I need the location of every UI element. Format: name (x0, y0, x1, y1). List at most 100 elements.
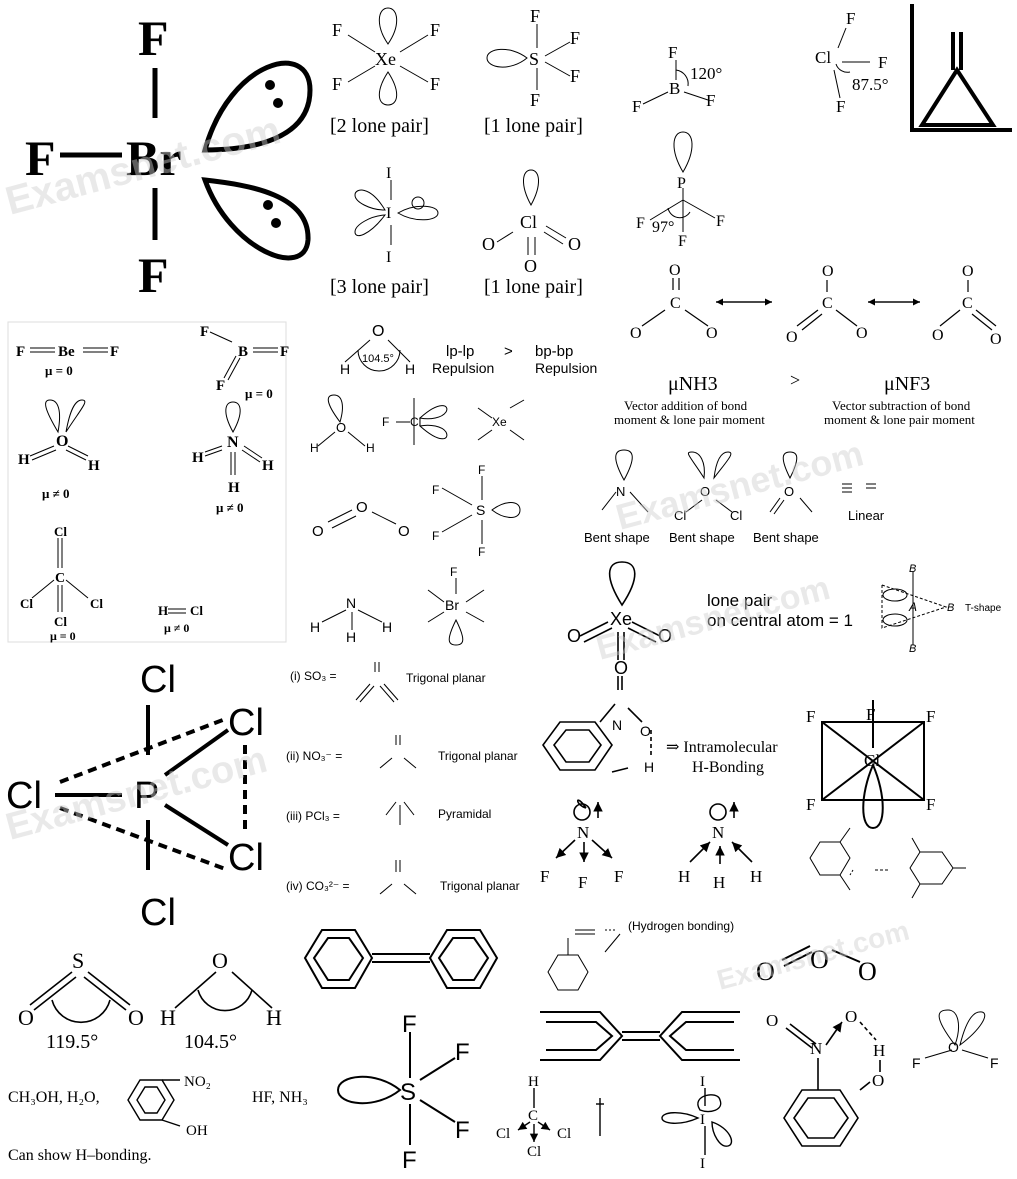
brf3-f-left: F (25, 130, 56, 186)
nh3d-h1: H (678, 867, 690, 886)
tshape-b3: B (909, 643, 916, 655)
ozone-r-o1: O (756, 957, 775, 986)
so2-angle: 119.5° (46, 1031, 98, 1053)
mu-gt: > (790, 370, 800, 390)
bf3b-mu: μ = 0 (245, 386, 273, 401)
onp-h: H (873, 1041, 885, 1060)
h2ob-h1: H (160, 1005, 176, 1030)
intra-h: H (644, 759, 654, 775)
bf3b-b: B (238, 344, 248, 360)
xeo3-o2: O (658, 626, 672, 646)
h2o-o: O (56, 433, 68, 450)
of2-structure (924, 1009, 989, 1059)
h2ob-h2: H (266, 1005, 282, 1030)
bf3b-f3: F (216, 378, 225, 394)
chcl3-i3-bottom (517, 1088, 733, 1155)
co3-c2: C (822, 295, 833, 312)
onp-o2: O (845, 1007, 857, 1026)
nh3s-h3: H (382, 619, 392, 635)
bent-o2: O (784, 484, 794, 499)
co3-o2: O (630, 325, 642, 342)
clo3-label: [1 lone pair] (484, 276, 583, 298)
mu-t2a: Vector subtraction of bond (832, 398, 971, 413)
list-i-shape: Trigonal planar (406, 671, 486, 685)
vsepr-f1: F (382, 415, 389, 429)
of2-o: O (948, 1039, 959, 1055)
pcl5-cl3: Cl (6, 775, 42, 817)
ccl4-cl2: Cl (20, 596, 33, 611)
o-nitrophenol-bottom (783, 1021, 881, 1147)
brf3-f-top: F (138, 10, 169, 66)
nf3-f2: F (578, 873, 587, 892)
clf3-f2: F (878, 53, 887, 72)
bf3b-f1: F (200, 324, 209, 340)
bent-2: Bent shape (669, 530, 735, 545)
nh3-brf5-row (321, 578, 485, 646)
xeo3-xe: Xe (610, 609, 632, 629)
water-angle: 104.5° (362, 353, 394, 365)
ccl4-c: C (55, 571, 65, 586)
ccl4-cl4: Cl (54, 614, 67, 629)
onp-o1: O (766, 1011, 778, 1030)
water-h2: H (405, 361, 415, 377)
pf3-p: P (677, 175, 686, 192)
water-repulsion (344, 339, 411, 372)
list-i: (i) SO₃ = (290, 669, 337, 683)
mu-nf3: μNF3 (884, 373, 930, 395)
cyclopropanone-structure (910, 4, 1012, 132)
pcl5-cl5: Cl (140, 892, 176, 934)
nf3-f3: F (614, 867, 623, 886)
hcl-mu: μ ≠ 0 (164, 621, 189, 635)
cumulene-structure (540, 1011, 740, 1061)
clf3-cl: Cl (815, 48, 831, 67)
sf4-structure (486, 24, 571, 90)
clf3-f1: F (846, 9, 855, 28)
chcl3-h: H (528, 1074, 539, 1090)
sf4-bottom (336, 1032, 456, 1145)
nh3d-h2: H (713, 873, 725, 892)
intra-hb: H-Bonding (692, 759, 764, 776)
bent-shapes (601, 449, 876, 515)
vsepr-o: O (336, 420, 346, 435)
nh3-h3: H (262, 458, 274, 474)
bf3b-f2: F (280, 344, 289, 360)
watermark-5: Examsnet.com (714, 915, 913, 996)
sf4s-f4: F (478, 545, 485, 559)
hcl-h: H (158, 603, 168, 618)
bf3-structure (642, 60, 709, 105)
pf3-angle: 97° (652, 219, 674, 236)
hbl-l3: Can show H–bonding. (8, 1147, 152, 1164)
chcl3-c: C (528, 1108, 538, 1124)
xeo3-tshape (579, 561, 948, 660)
mu-nh3: μNH3 (668, 373, 718, 395)
bef2-f2: F (110, 344, 119, 360)
i3b-i2: I (700, 1112, 705, 1128)
sf4s-s: S (476, 502, 485, 518)
of2-f2: F (990, 1055, 999, 1071)
brf5-br: Br (445, 597, 459, 613)
xef4-label: [2 lone pair] (330, 115, 429, 137)
bf3-f1: F (668, 43, 677, 62)
xef4-f4: F (430, 74, 440, 94)
so2-o1: O (18, 1005, 34, 1030)
pcl5-structure (55, 705, 247, 872)
structure-list-drawings (355, 662, 417, 895)
bf3-angle: 120° (690, 64, 722, 83)
bpbp-rep: Repulsion (535, 360, 597, 376)
chcl3-cl3: Cl (527, 1144, 541, 1160)
ozone-r-o3: O (858, 957, 877, 986)
bent-cl1: Cl (674, 508, 686, 523)
list-ii: (ii) NO₃⁻ = (286, 749, 342, 763)
hcl-cl: Cl (190, 603, 203, 618)
clo3-o1: O (482, 234, 495, 254)
sf4-f2: F (570, 28, 580, 48)
onp-n: N (810, 1039, 822, 1058)
bent-cl2: Cl (730, 508, 742, 523)
clf5-f2: F (806, 707, 815, 726)
nf3-nh3-dipoles (555, 799, 753, 864)
clf3-f3: F (836, 97, 845, 116)
i3-i1: I (386, 165, 391, 182)
nitrophenol-list (127, 1079, 181, 1127)
nitrophenol-hbond-small (547, 929, 621, 991)
ozone-o3: O (398, 523, 410, 540)
